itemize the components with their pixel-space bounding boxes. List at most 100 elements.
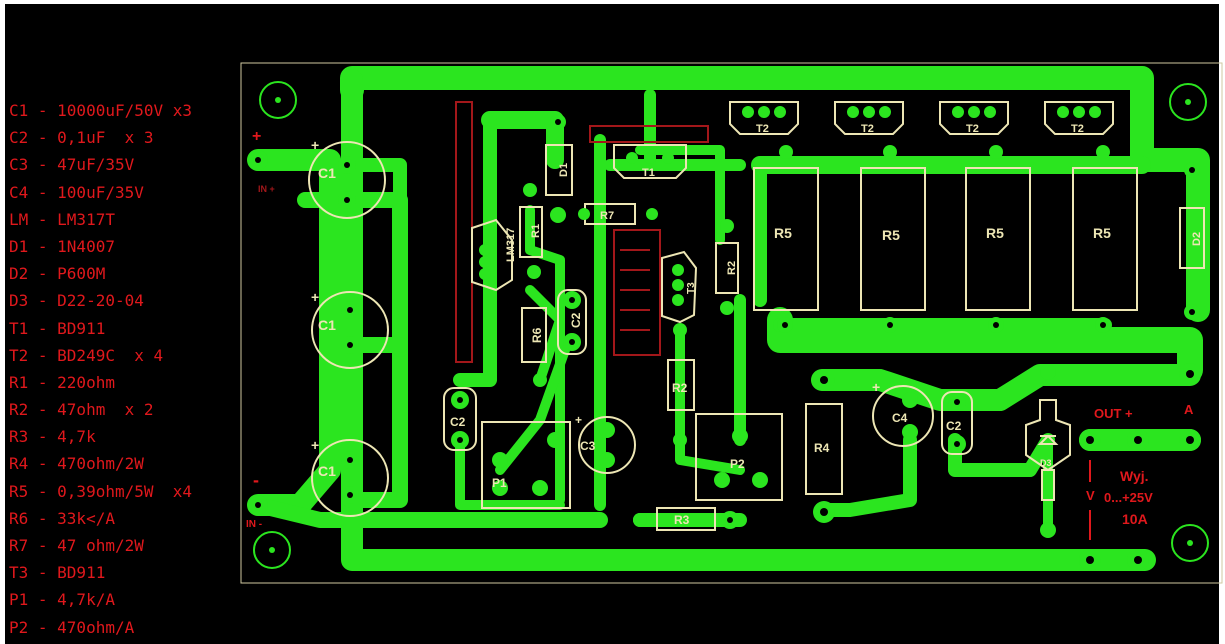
- copper-traces: [247, 66, 1210, 571]
- label-c1: C1: [318, 165, 336, 181]
- c4-outline: [872, 385, 934, 447]
- parts-list-item: R5 - 0,39ohm/5W x4: [9, 481, 193, 501]
- t2-outline: [729, 101, 799, 135]
- label-in-plus-sign: +: [252, 128, 261, 145]
- parts-list-item: C3 - 47uF/35V: [9, 155, 135, 175]
- label-r1: R1: [530, 224, 542, 238]
- label-lm317: LM317: [505, 228, 517, 262]
- pad: [673, 433, 687, 447]
- label-in-minus: IN -: [246, 519, 262, 530]
- parts-list-item: LM - LM317T: [9, 209, 115, 229]
- r6-outline: [521, 307, 547, 363]
- label-c3: C3: [580, 439, 596, 453]
- label-in-minus-sign: -: [253, 470, 259, 490]
- parts-list-item: R4 - 470ohm/2W: [9, 454, 144, 474]
- parts-list-item: C1 - 10000uF/50V x3: [9, 101, 193, 120]
- pad: [599, 422, 615, 438]
- label-r5: R5: [1093, 225, 1111, 241]
- r2-outline: [715, 242, 739, 294]
- transistor-pads: [626, 106, 1101, 306]
- label-r2: R2: [726, 261, 738, 275]
- parts-list-item: R6 - 33k</A: [9, 508, 115, 528]
- c1-outline: [311, 291, 389, 369]
- svg-text:+: +: [311, 437, 319, 453]
- parts-list-item: C2 - 0,1uF x 3: [9, 128, 154, 148]
- pad: [673, 323, 687, 337]
- c2-outline: [557, 289, 587, 355]
- label-t2: T2: [966, 123, 979, 135]
- pad: [646, 208, 658, 220]
- pad: [479, 244, 491, 256]
- d1-outline: [545, 144, 573, 196]
- pad: [714, 472, 730, 488]
- c2-outline: [443, 387, 477, 451]
- p1-outline: [481, 421, 571, 509]
- label-r3: R3: [674, 513, 690, 527]
- label-c2: C2: [450, 415, 466, 429]
- pad: [779, 145, 793, 159]
- parts-list-item: D3 - D22-20-04: [9, 291, 144, 311]
- pad: [732, 428, 748, 444]
- pad: [1040, 364, 1056, 380]
- pad: [989, 145, 1003, 159]
- mounting-holes: [253, 81, 1209, 569]
- label-r5: R5: [986, 225, 1004, 241]
- t2-outline: [834, 101, 904, 135]
- parts-list-item: T1 - BD911: [9, 318, 106, 338]
- pad: [1040, 522, 1056, 538]
- svg-text:+: +: [311, 289, 319, 305]
- heatsink-bar: [589, 125, 709, 143]
- svg-text:+: +: [575, 413, 582, 427]
- label-d2: D2: [1191, 232, 1203, 246]
- pad: [883, 145, 897, 159]
- parts-list: C1 - 10000uF/50V x3 C2 - 0,1uF x 3 C3 - …: [9, 97, 192, 641]
- parts-list-item: T2 - BD249C x 4: [9, 345, 164, 365]
- label-c2: C2: [946, 419, 962, 433]
- d3-outline: [1025, 399, 1071, 472]
- parts-list-item: D1 - 1N4007: [9, 236, 115, 256]
- pad: [492, 480, 508, 496]
- r1-outline: [519, 206, 543, 258]
- pad: [479, 256, 491, 268]
- p2-outline: [695, 413, 783, 501]
- c1-outline: [308, 141, 386, 219]
- pad-holes: [255, 119, 1195, 564]
- pad: [902, 424, 918, 440]
- label-c2: C2: [569, 312, 583, 328]
- svg-text:+: +: [872, 379, 880, 395]
- label-c4: C4: [892, 411, 908, 425]
- heatsink-bar: [455, 101, 473, 363]
- mounting-hole: [253, 531, 291, 569]
- pad: [479, 268, 491, 280]
- label-t1: T1: [642, 167, 655, 179]
- pad: [492, 452, 508, 468]
- pad: [1096, 145, 1110, 159]
- pad: [720, 219, 734, 233]
- lm317-outline: [471, 218, 513, 292]
- parts-list-item: D2 - P600M: [9, 264, 106, 284]
- label-range: 0...+25V: [1104, 490, 1153, 505]
- c1-outline: [311, 439, 389, 517]
- pad: [752, 472, 768, 488]
- t2-outline: [939, 101, 1009, 135]
- label-r5: R5: [882, 227, 900, 243]
- pad: [599, 452, 615, 468]
- r5-outline: [753, 167, 819, 311]
- c2-outline: [941, 391, 973, 455]
- pad: [527, 265, 541, 279]
- parts-list-item: P1 - 4,7k/A: [9, 590, 115, 610]
- label-t3: T3: [686, 282, 697, 294]
- label-c1: C1: [318, 463, 336, 479]
- label-wyj: Wyj.: [1120, 468, 1149, 484]
- pad: [532, 480, 548, 496]
- silkscreen: [308, 101, 1205, 531]
- parts-list-item: T3 - BD911: [9, 563, 106, 583]
- c3-outline: [578, 416, 636, 474]
- pad: [578, 208, 590, 220]
- label-p2: P2: [730, 457, 745, 471]
- pad: [902, 392, 918, 408]
- d2-outline: [1179, 207, 1205, 269]
- label-t2: T2: [861, 123, 874, 135]
- mounting-hole: [1171, 524, 1209, 562]
